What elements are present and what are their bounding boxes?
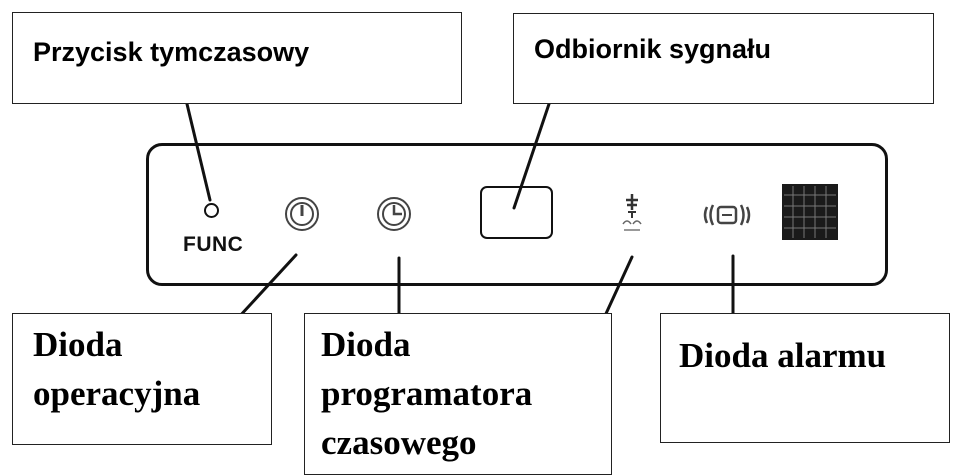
display-grid-icon [782, 184, 838, 240]
callout-line: Dioda [33, 325, 123, 364]
control-panel [146, 143, 888, 286]
callout-signal-receiver: Odbiornik sygnału [513, 13, 934, 104]
callout-alarm-led: Dioda alarmu [660, 313, 950, 443]
leader-fan-led [602, 255, 634, 320]
callout-operation-led: Dioda operacyjna [12, 313, 272, 445]
leader-temporary-button [185, 102, 212, 202]
callout-timer-led: Dioda programatora czasowego [304, 313, 612, 475]
power-icon [285, 197, 319, 231]
func-label: FUNC [183, 233, 244, 256]
func-button-icon [204, 203, 219, 218]
callout-line: czasowego [321, 423, 477, 462]
leader-signal-receiver [512, 102, 551, 210]
callout-label: Dioda alarmu [679, 336, 887, 375]
callout-label: Dioda programatora czasowego [321, 320, 532, 467]
callout-line: Dioda [321, 325, 411, 364]
clock-icon [377, 197, 411, 231]
callout-label: Odbiornik sygnału [534, 34, 772, 64]
callout-line: programatora [321, 374, 533, 413]
callout-label: Przycisk tymczasowy [33, 37, 310, 67]
callout-line: operacyjna [33, 374, 201, 413]
callout-temporary-button: Przycisk tymczasowy [12, 12, 462, 104]
alarm-icon [703, 204, 751, 226]
callout-label: Dioda operacyjna [33, 320, 200, 418]
fan-defrost-icon [622, 194, 642, 231]
leader-operation-led [236, 253, 298, 320]
signal-receiver-window [480, 186, 553, 239]
